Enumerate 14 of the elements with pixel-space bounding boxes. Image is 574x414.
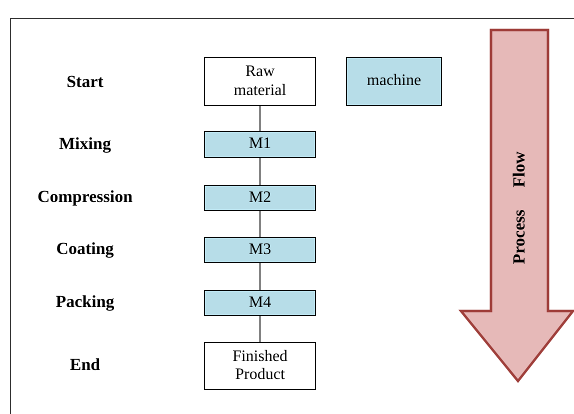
stage-label: End (68, 355, 102, 375)
machine-box: M2 (204, 185, 316, 211)
process-box: Finished Product (204, 342, 316, 390)
machine-box: M4 (204, 290, 316, 316)
stage-label: Compression (36, 187, 134, 207)
stage-label: Mixing (58, 134, 112, 154)
flow-label: Process Flow (509, 152, 529, 264)
stage-label: Start (66, 72, 104, 92)
process-box: Raw material (204, 57, 316, 106)
stage-label: Coating (55, 239, 115, 259)
stage-label: Packing (54, 292, 116, 312)
machine-box: machine (346, 57, 442, 106)
machine-box: M3 (204, 237, 316, 263)
machine-box: M1 (204, 131, 316, 158)
